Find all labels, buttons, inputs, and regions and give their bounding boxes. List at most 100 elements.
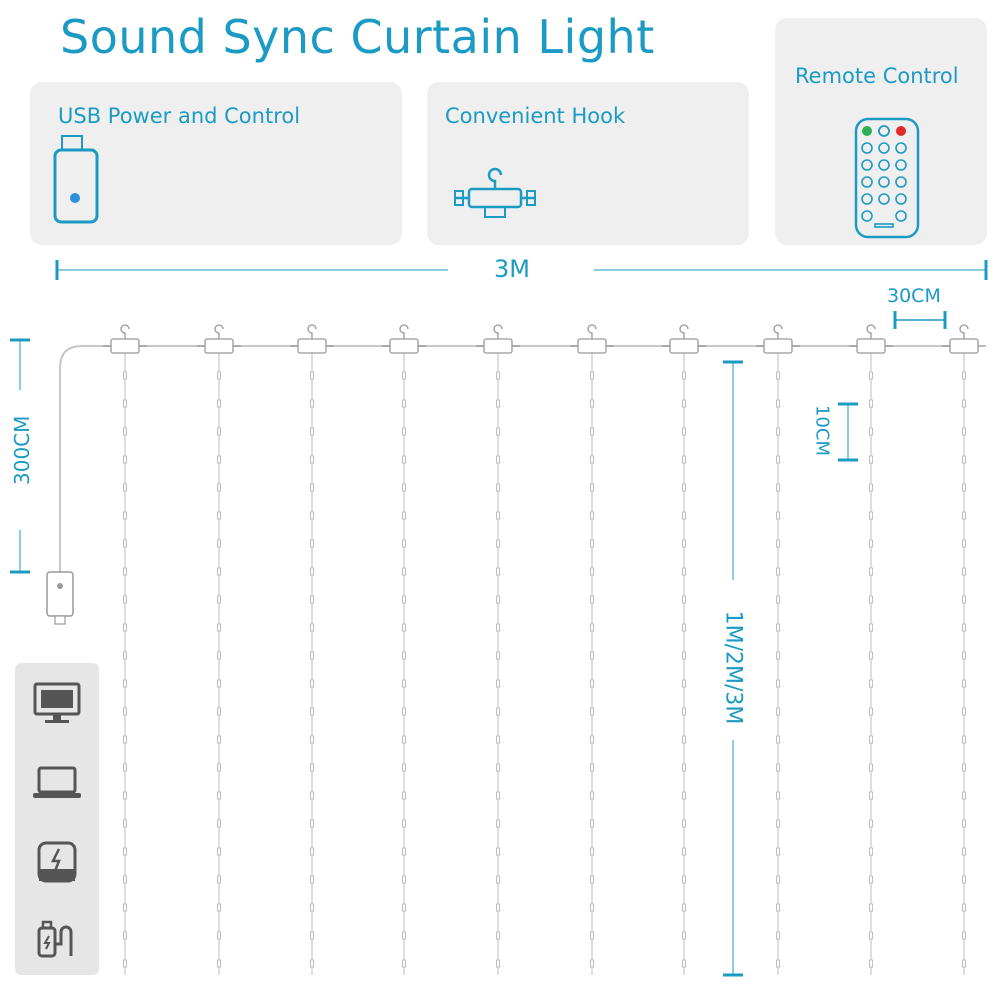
led-bead <box>310 651 314 660</box>
led-bead <box>402 511 406 520</box>
led-bead <box>496 847 500 856</box>
led-bead <box>590 959 594 968</box>
power-source-sidebar <box>15 663 99 975</box>
usb-plug-tip <box>54 615 66 625</box>
hook-top <box>214 324 224 339</box>
led-bead <box>776 707 780 716</box>
led-bead <box>869 399 873 408</box>
led-bead <box>496 623 500 632</box>
led-bead <box>402 427 406 436</box>
led-bead <box>869 791 873 800</box>
led-bead <box>402 763 406 772</box>
hook-top <box>679 324 689 339</box>
led-bead <box>217 539 221 548</box>
led-bead <box>310 847 314 856</box>
led-bead <box>123 399 127 408</box>
hook-clip <box>483 338 513 354</box>
led-bead <box>123 623 127 632</box>
led-bead <box>123 875 127 884</box>
power-bank-icon <box>37 841 77 883</box>
usb-panel: USB Power and Control <box>30 82 402 245</box>
led-bead <box>123 511 127 520</box>
led-bead <box>123 651 127 660</box>
led-bead <box>869 707 873 716</box>
led-bead <box>776 651 780 660</box>
led-bead <box>310 483 314 492</box>
remote-panel-label: Remote Control <box>795 64 959 88</box>
led-bead <box>869 763 873 772</box>
led-bead <box>123 791 127 800</box>
led-bead <box>310 399 314 408</box>
led-bead <box>310 567 314 576</box>
led-bead <box>217 455 221 464</box>
led-bead <box>402 539 406 548</box>
led-bead <box>496 735 500 744</box>
led-bead <box>217 847 221 856</box>
led-bead <box>402 707 406 716</box>
led-bead <box>310 931 314 940</box>
led-bead <box>869 959 873 968</box>
led-bead <box>310 763 314 772</box>
remote-panel: Remote Control <box>775 18 987 245</box>
led-bead <box>590 427 594 436</box>
led-bead <box>402 791 406 800</box>
usb-adapter-icon <box>37 920 73 958</box>
led-bead <box>123 595 127 604</box>
led-bead <box>776 679 780 688</box>
led-bead <box>776 931 780 940</box>
led-bead <box>123 763 127 772</box>
led-bead <box>776 819 780 828</box>
led-bead <box>682 651 686 660</box>
led-bead <box>310 427 314 436</box>
led-bead <box>869 651 873 660</box>
hook-top <box>773 324 783 339</box>
led-bead <box>869 567 873 576</box>
led-bead <box>123 539 127 548</box>
page-title: Sound Sync Curtain Light <box>60 10 655 64</box>
led-bead <box>310 903 314 912</box>
led-bead <box>869 931 873 940</box>
led-bead <box>496 931 500 940</box>
led-bead <box>962 427 966 436</box>
led-bead <box>217 567 221 576</box>
led-bead <box>776 371 780 380</box>
led-bead <box>402 399 406 408</box>
led-bead <box>962 931 966 940</box>
hook-clip <box>669 338 699 354</box>
led-bead <box>962 903 966 912</box>
led-bead <box>590 623 594 632</box>
hook-panel-label: Convenient Hook <box>445 104 626 128</box>
led-bead <box>402 679 406 688</box>
led-bead <box>869 735 873 744</box>
hook-top <box>120 324 130 339</box>
led-bead <box>962 371 966 380</box>
led-bead <box>776 595 780 604</box>
led-bead <box>310 875 314 884</box>
led-bead <box>869 819 873 828</box>
led-bead <box>496 707 500 716</box>
hook-icon <box>454 167 536 218</box>
led-bead <box>776 875 780 884</box>
led-bead <box>217 679 221 688</box>
led-bead <box>217 483 221 492</box>
led-bead <box>590 735 594 744</box>
hook-top <box>866 324 876 339</box>
led-bead <box>402 931 406 940</box>
led-bead <box>682 427 686 436</box>
led-bead <box>590 847 594 856</box>
led-bead <box>776 903 780 912</box>
led-bead <box>776 427 780 436</box>
bead-spacing-label: 10CM <box>811 404 833 456</box>
led-bead <box>962 959 966 968</box>
led-bead <box>776 791 780 800</box>
led-bead <box>962 539 966 548</box>
hook-clip <box>204 338 234 354</box>
led-bead <box>217 651 221 660</box>
led-bead <box>123 931 127 940</box>
led-bead <box>776 539 780 548</box>
led-bead <box>682 959 686 968</box>
led-bead <box>776 399 780 408</box>
led-bead <box>869 847 873 856</box>
led-bead <box>496 511 500 520</box>
led-bead <box>310 735 314 744</box>
